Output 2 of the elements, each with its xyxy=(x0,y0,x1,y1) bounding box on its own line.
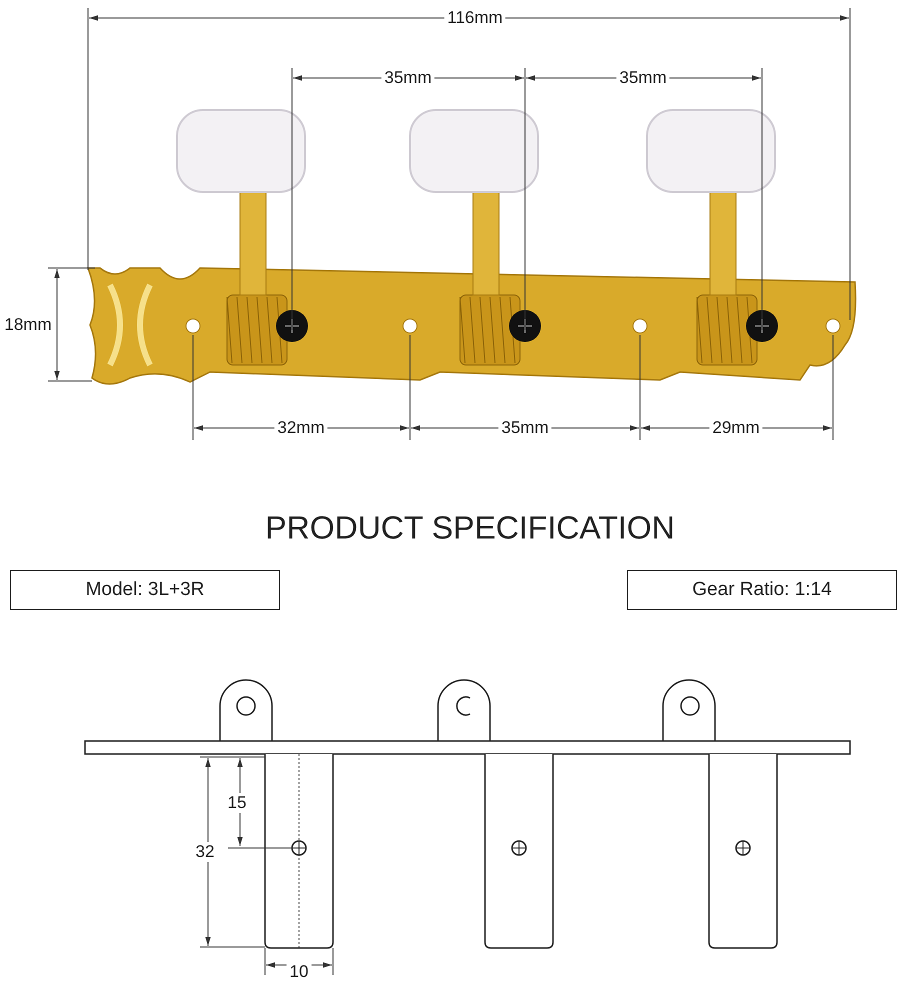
spec-box: Model: 3L+3R xyxy=(10,570,280,610)
spec-box: Gear Ratio: 1:14 xyxy=(627,570,897,610)
